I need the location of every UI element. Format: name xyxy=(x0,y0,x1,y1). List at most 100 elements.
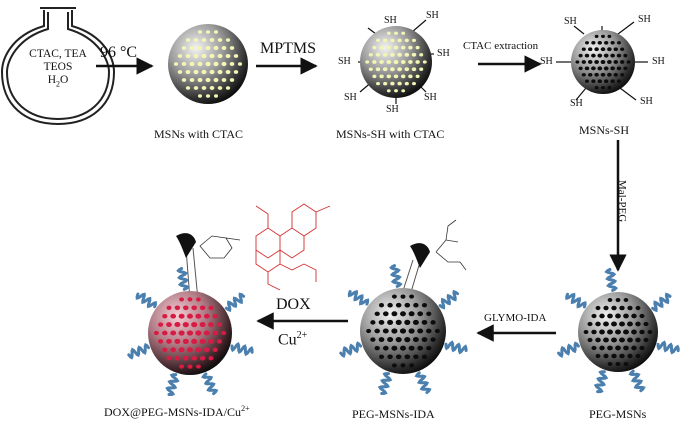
pore xyxy=(591,79,596,83)
pore xyxy=(400,363,406,368)
pore xyxy=(627,305,633,311)
pore xyxy=(619,337,625,343)
pore xyxy=(191,322,198,328)
pore xyxy=(166,322,172,328)
peg-chain xyxy=(656,340,680,355)
pore xyxy=(395,319,402,325)
pore xyxy=(601,34,605,39)
caption-msn-sh: MSNs-SH xyxy=(579,123,630,137)
pore xyxy=(216,322,223,327)
pore xyxy=(209,69,215,75)
pore xyxy=(383,81,388,86)
pore xyxy=(189,45,195,51)
pore xyxy=(631,329,637,335)
peg-chain xyxy=(628,369,646,393)
pore xyxy=(181,46,187,50)
pore xyxy=(366,328,372,334)
pore xyxy=(386,59,392,65)
pore xyxy=(419,53,424,57)
pore xyxy=(594,47,599,52)
pore xyxy=(213,61,219,67)
pore xyxy=(197,61,203,67)
pore xyxy=(430,337,436,342)
pore xyxy=(603,66,609,71)
pore xyxy=(376,81,380,86)
pore xyxy=(217,53,223,59)
pore xyxy=(162,313,168,319)
pore xyxy=(368,53,373,57)
peg-chain xyxy=(347,289,370,306)
pore xyxy=(209,38,215,42)
pore xyxy=(400,294,406,299)
pore xyxy=(397,81,402,86)
pore xyxy=(372,60,377,64)
pore xyxy=(603,321,609,327)
pore xyxy=(615,329,621,335)
pore xyxy=(408,311,415,317)
pore xyxy=(597,66,603,71)
pore xyxy=(187,364,193,369)
pore xyxy=(601,85,605,90)
pore xyxy=(409,363,415,368)
pore xyxy=(400,59,406,65)
pore xyxy=(213,94,219,98)
pore xyxy=(626,60,631,64)
pore xyxy=(607,298,613,302)
pore xyxy=(199,355,206,361)
pore xyxy=(193,86,199,90)
peg-chain xyxy=(565,292,587,309)
pore xyxy=(393,45,399,50)
pore xyxy=(411,52,417,57)
pore xyxy=(610,66,615,71)
pore xyxy=(379,60,384,64)
peg-chain xyxy=(444,340,468,355)
pore xyxy=(581,47,586,51)
pore xyxy=(412,337,419,343)
pore xyxy=(607,313,613,319)
pore xyxy=(237,62,243,66)
dox-cu-complex-structure xyxy=(199,203,331,291)
pore xyxy=(575,60,580,64)
step-heat-label: 96 °C xyxy=(100,44,138,61)
pore xyxy=(415,74,420,79)
pore xyxy=(404,81,409,86)
thiol-label: SH xyxy=(386,104,399,115)
pore xyxy=(635,305,641,311)
pore xyxy=(400,311,406,317)
pore xyxy=(197,45,203,51)
pore xyxy=(635,321,641,327)
nanoparticle-peg-msn-ida xyxy=(339,243,468,395)
thiol-label: SH xyxy=(638,14,651,25)
peg-chain xyxy=(438,289,459,310)
flask-subscript: 2 xyxy=(56,79,60,89)
pore xyxy=(623,362,629,366)
pore xyxy=(178,330,185,336)
pore xyxy=(390,38,395,43)
pore xyxy=(627,337,633,343)
nanoparticle-msn-sh xyxy=(556,21,648,101)
pore xyxy=(185,38,191,42)
nanoparticle-msn-ctac xyxy=(168,24,248,104)
pore xyxy=(209,86,215,90)
pore xyxy=(197,94,203,98)
peg-chain xyxy=(389,264,403,288)
pore xyxy=(643,321,649,327)
pore xyxy=(417,328,424,334)
pore xyxy=(205,30,211,34)
pore xyxy=(610,41,615,45)
pore xyxy=(208,322,214,328)
pore xyxy=(610,79,615,83)
pore xyxy=(607,345,613,351)
pore xyxy=(635,337,641,343)
pore xyxy=(394,31,398,35)
pore xyxy=(408,45,413,50)
pore xyxy=(607,362,613,366)
flask-reagents: CTAC, TEA TEOS H2O xyxy=(12,48,104,90)
pore xyxy=(413,354,419,360)
pore xyxy=(213,77,219,83)
pore xyxy=(182,322,189,328)
pore xyxy=(195,313,202,319)
pore xyxy=(595,305,601,311)
pore xyxy=(177,54,183,58)
